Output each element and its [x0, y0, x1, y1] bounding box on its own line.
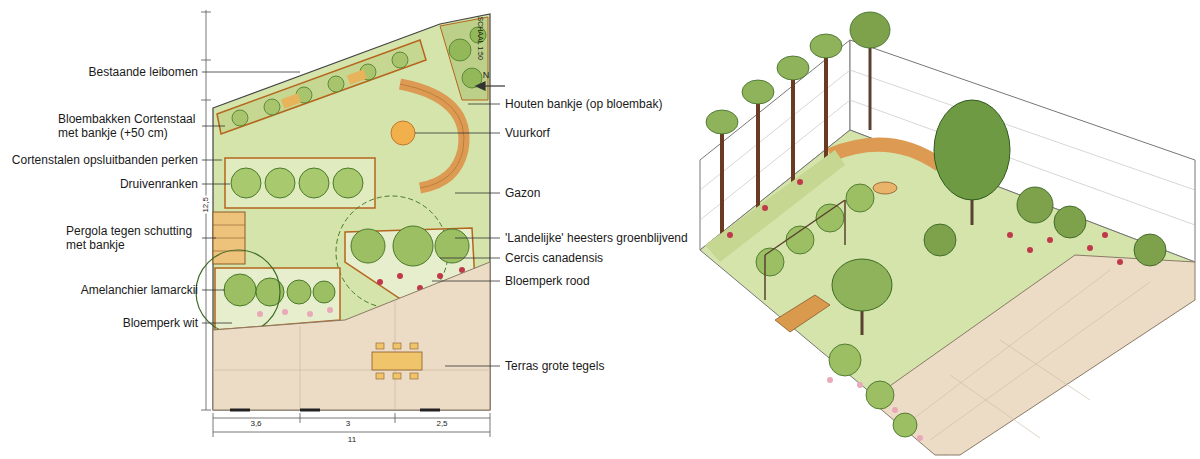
callout-label: Cercis canadensis [505, 251, 603, 265]
callout-label: Bloembakken Cortenstaal met bankje (+50 … [58, 112, 198, 141]
north-mark: N [483, 70, 490, 81]
dimension: 3,6 [249, 419, 262, 429]
callout-label: Houten bankje (op bloembak) [505, 97, 662, 111]
callout-label: Cortenstalen opsluitbanden perken [12, 153, 198, 167]
callout-label: Druivenranken [120, 177, 198, 191]
callout-label: Amelanchier lamarckii [81, 283, 198, 297]
dimension: 12,5 [201, 196, 211, 214]
scale-note: SCHAAL 1:50 [476, 16, 484, 59]
callout-label: Bestaande leibomen [89, 65, 198, 79]
callout-label: Terras grote tegels [505, 359, 604, 373]
dimension: 2,5 [435, 419, 448, 429]
dimension: 3 [345, 419, 351, 429]
callout-label: Gazon [505, 186, 540, 200]
callout-label: 'Landelijke' heesters groenblijvend [505, 231, 688, 245]
callout-label: Vuurkorf [505, 126, 550, 140]
dimension: 11 [347, 435, 357, 445]
callout-label: Bloemperk rood [505, 274, 590, 288]
callout-label: Pergola tegen schutting met bankje [66, 224, 198, 253]
callout-label: Bloemperk wit [123, 316, 198, 330]
